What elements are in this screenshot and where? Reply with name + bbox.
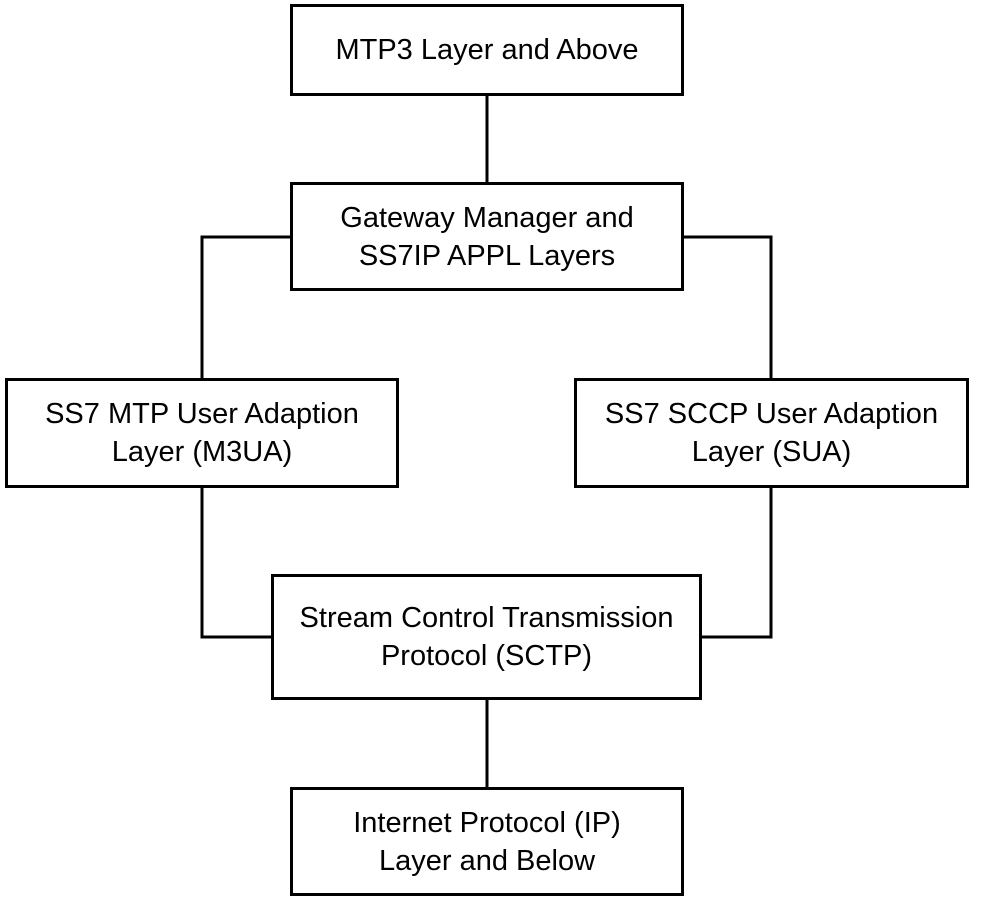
node-sctp-label-line1: Stream Control Transmission <box>299 602 674 634</box>
edge-sua-to-sctp <box>700 486 773 639</box>
node-sctp-label-line2: Protocol (SCTP) <box>380 640 593 672</box>
node-m3ua-label-line2: Layer (M3UA) <box>111 436 293 468</box>
node-internet-protocol: Internet Protocol (IP) Layer and Below <box>290 787 684 896</box>
edge-gateway-to-m3ua <box>200 235 291 380</box>
node-ip-label-line1: Internet Protocol (IP) <box>353 806 621 839</box>
node-sua-label-line2: Layer (SUA) <box>691 436 852 468</box>
edge-gateway-to-sua <box>682 235 773 380</box>
node-m3ua-label-line1: SS7 MTP User Adaption <box>45 398 359 430</box>
node-sctp: Stream Control Transmission Protocol (SC… <box>271 574 702 700</box>
node-m3ua: SS7 MTP User Adaption Layer (M3UA) <box>5 378 399 488</box>
node-gateway-label-line1: Gateway Manager and <box>340 201 634 234</box>
node-sua-label-line1: SS7 SCCP User Adaption <box>604 398 939 430</box>
node-gateway-label-line2: SS7IP APPL Layers <box>358 239 616 272</box>
node-gateway-manager-ss7ip-appl: Gateway Manager and SS7IP APPL Layers <box>290 182 684 291</box>
edge-m3ua-to-sctp <box>200 486 273 639</box>
node-mtp3-label-line1: MTP3 Layer and Above <box>335 34 639 66</box>
node-sua: SS7 SCCP User Adaption Layer (SUA) <box>574 378 969 488</box>
node-mtp3-layer-and-above: MTP3 Layer and Above <box>290 4 684 96</box>
node-ip-label-line2: Layer and Below <box>378 844 596 877</box>
